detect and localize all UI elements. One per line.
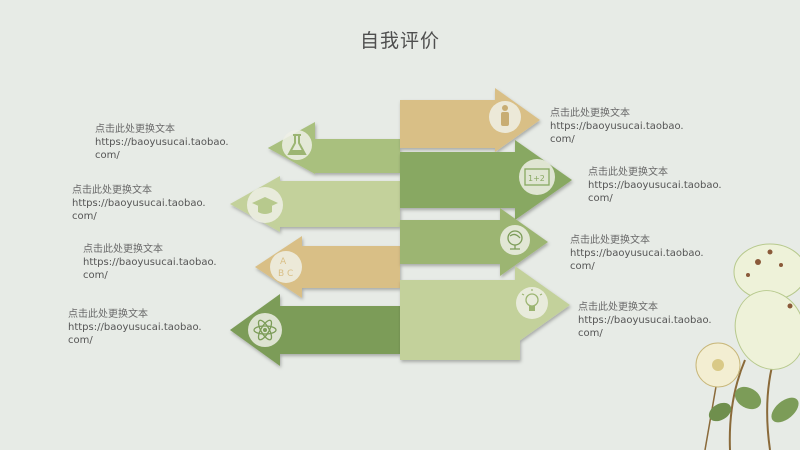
left-text-3-label: 点击此处更换文本 <box>83 244 163 255</box>
right-text-3-url[interactable]: https://baoyusucai.taobao.com/ <box>570 248 704 272</box>
right-text-1[interactable]: 点击此处更换文本 https://baoyusucai.taobao.com/ <box>550 107 688 146</box>
board-text: 1+2 <box>528 174 545 183</box>
lightbulb-icon <box>516 287 548 319</box>
left-text-1-label: 点击此处更换文本 <box>95 124 175 135</box>
globe-icon <box>500 225 530 255</box>
right-arrow-4 <box>400 266 570 360</box>
left-text-4-label: 点击此处更换文本 <box>68 309 148 320</box>
right-text-2-url[interactable]: https://baoyusucai.taobao.com/ <box>588 180 722 204</box>
left-text-4[interactable]: 点击此处更换文本 https://baoyusucai.taobao.com/ <box>68 308 206 347</box>
atom-icon <box>248 313 282 347</box>
person-icon <box>489 101 521 133</box>
right-text-1-label: 点击此处更换文本 <box>550 108 630 119</box>
left-text-3-url[interactable]: https://baoyusucai.taobao.com/ <box>83 257 217 281</box>
left-text-2[interactable]: 点击此处更换文本 https://baoyusucai.taobao.com/ <box>72 184 210 223</box>
flask-icon <box>282 130 312 160</box>
left-text-3[interactable]: 点击此处更换文本 https://baoyusucai.taobao.com/ <box>83 243 221 282</box>
right-text-4-label: 点击此处更换文本 <box>578 302 658 313</box>
right-text-2[interactable]: 点击此处更换文本 https://baoyusucai.taobao.com/ <box>588 166 726 205</box>
abc-letter-a: A <box>280 257 287 267</box>
flower-decoration <box>695 243 800 450</box>
right-text-2-label: 点击此处更换文本 <box>588 167 668 178</box>
right-text-1-url[interactable]: https://baoyusucai.taobao.com/ <box>550 121 684 145</box>
right-text-3-label: 点击此处更换文本 <box>570 235 650 246</box>
abc-letter-c: C <box>287 269 293 279</box>
right-text-3[interactable]: 点击此处更换文本 https://baoyusucai.taobao.com/ <box>570 234 708 273</box>
graduation-cap-icon <box>247 187 283 223</box>
left-text-2-url[interactable]: https://baoyusucai.taobao.com/ <box>72 198 206 222</box>
left-text-1[interactable]: 点击此处更换文本 https://baoyusucai.taobao.com/ <box>95 123 233 162</box>
left-text-2-label: 点击此处更换文本 <box>72 185 152 196</box>
left-text-4-url[interactable]: https://baoyusucai.taobao.com/ <box>68 322 202 346</box>
slide-title: 自我评价 <box>359 30 440 52</box>
abc-icon: A B C <box>270 251 302 283</box>
abc-letter-b: B <box>278 269 284 279</box>
left-text-1-url[interactable]: https://baoyusucai.taobao.com/ <box>95 137 229 161</box>
right-text-4-url[interactable]: https://baoyusucai.taobao.com/ <box>578 315 712 339</box>
math-board-icon: 1+2 <box>519 159 555 195</box>
right-text-4[interactable]: 点击此处更换文本 https://baoyusucai.taobao.com/ <box>578 301 716 340</box>
